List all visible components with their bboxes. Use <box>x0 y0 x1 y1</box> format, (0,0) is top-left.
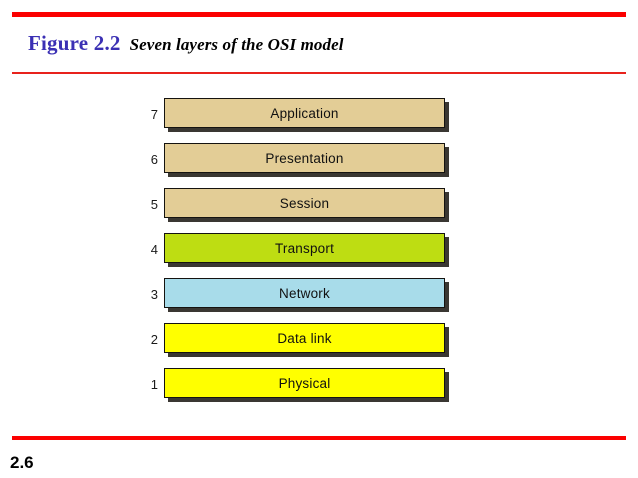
figure-label: Figure 2.2 <box>28 31 121 55</box>
osi-layer-label: Network <box>279 285 330 301</box>
osi-layer-bar: Data link <box>164 323 445 353</box>
osi-layer-row: 1 Physical <box>140 368 460 413</box>
osi-layer-bar: Session <box>164 188 445 218</box>
osi-layer-row: 3 Network <box>140 278 460 323</box>
osi-layer-label: Session <box>279 195 330 211</box>
page-number: 2.6 <box>10 453 34 472</box>
osi-layer-number: 7 <box>150 107 158 122</box>
osi-layer-label: Application <box>270 105 339 121</box>
osi-layer-number: 4 <box>150 242 158 257</box>
top-red-rule <box>12 12 626 17</box>
osi-layer-label: Physical <box>278 375 331 391</box>
osi-layer-number: 2 <box>150 332 158 347</box>
osi-layer-bar: Transport <box>164 233 445 263</box>
figure-caption: Seven layers of the OSI model <box>129 35 344 54</box>
osi-layer-label: Presentation <box>265 150 344 166</box>
osi-layer-number: 6 <box>150 152 158 167</box>
osi-layer-bar: Application <box>164 98 445 128</box>
osi-layer-label: Data link <box>277 330 332 346</box>
osi-layer-row: 4 Transport <box>140 233 460 278</box>
osi-layer-stack: 7 Application 6 Presentation 5 Session 4 Transp… <box>140 98 460 413</box>
figure-heading: Figure 2.2 Seven layers of the OSI model <box>28 33 344 54</box>
bottom-red-rule <box>12 436 626 440</box>
heading-divider-rule <box>12 72 626 74</box>
osi-layer-number: 1 <box>150 377 158 392</box>
osi-layer-row: 6 Presentation <box>140 143 460 188</box>
osi-layer-bar: Presentation <box>164 143 445 173</box>
osi-layer-bar: Network <box>164 278 445 308</box>
osi-layer-bar: Physical <box>164 368 445 398</box>
osi-layer-label: Transport <box>274 240 335 256</box>
osi-layer-row: 5 Session <box>140 188 460 233</box>
osi-layer-number: 3 <box>150 287 158 302</box>
osi-layer-number: 5 <box>150 197 158 212</box>
osi-layer-row: 2 Data link <box>140 323 460 368</box>
osi-layer-row: 7 Application <box>140 98 460 143</box>
